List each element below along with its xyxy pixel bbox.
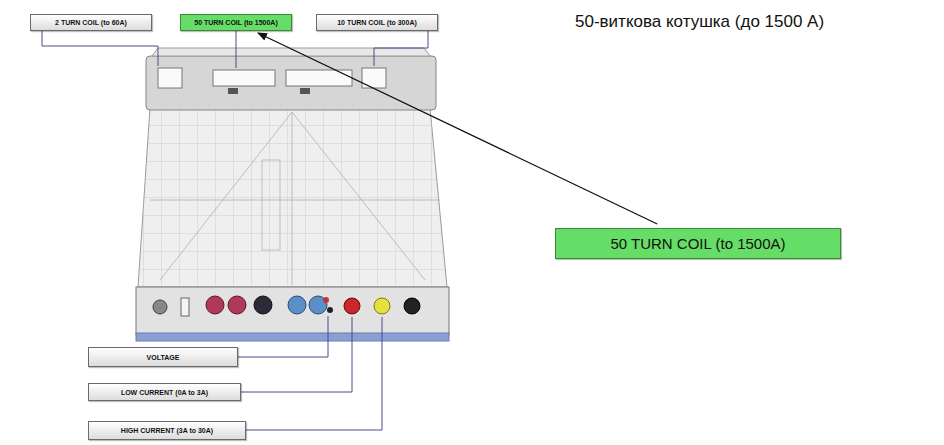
callout-text: LOW CURRENT (0A to 3A) [121, 389, 208, 396]
callout-text: VOLTAGE [147, 354, 180, 361]
callout-box-highlight: 50 TURN COIL (to 1500A) [555, 228, 841, 259]
callout-box-highlight: 50 TURN COIL (to 1500A) [180, 14, 292, 31]
callout-text: 50 TURN COIL (to 1500A) [610, 235, 785, 252]
coil-housing [146, 48, 436, 110]
callout-text: 10 TURN COIL (to 300A) [337, 19, 417, 26]
front-panel [136, 287, 449, 341]
callout-box: 10 TURN COIL (to 300A) [316, 14, 438, 31]
callout-box: 2 TURN COIL (to 60A) [30, 14, 152, 31]
arrow-connector [258, 33, 657, 224]
callout-text: HIGH CURRENT (3A to 30A) [121, 427, 213, 434]
translation-caption: 50-виткова котушка (до 1500 А) [575, 12, 824, 32]
leader-line [42, 31, 428, 430]
callout-text: 2 TURN COIL (to 60A) [55, 19, 127, 26]
callout-box: LOW CURRENT (0A to 3A) [88, 383, 241, 401]
callout-box: HIGH CURRENT (3A to 30A) [88, 421, 246, 440]
callout-text: 50 TURN COIL (to 1500A) [194, 19, 278, 26]
base-plate [138, 108, 447, 287]
callout-box: VOLTAGE [88, 347, 238, 367]
